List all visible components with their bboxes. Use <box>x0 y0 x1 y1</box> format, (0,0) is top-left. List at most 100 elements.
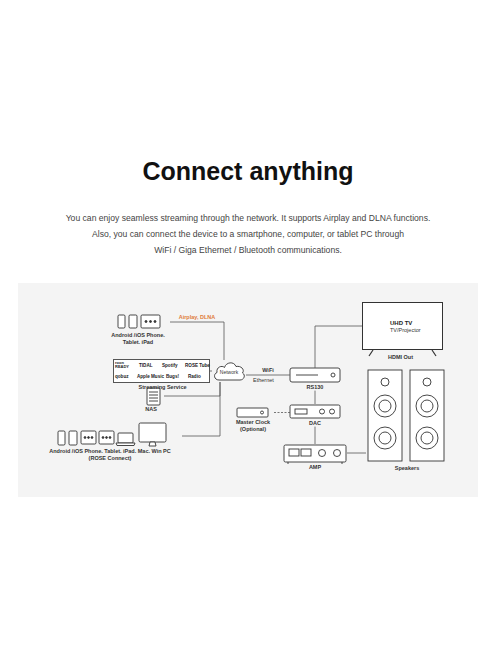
circle-shape <box>319 450 326 457</box>
edge-label: WiFi <box>261 367 275 374</box>
rect-shape <box>129 315 137 328</box>
node-label: Speakers <box>366 465 448 472</box>
dac-device <box>290 405 340 418</box>
nas-node: NAS <box>138 388 164 413</box>
rect-shape <box>141 315 160 328</box>
node-label: Android /iOS Phone. Tablet. iPad. Mac. W… <box>38 448 182 455</box>
line-shape <box>288 462 289 464</box>
rect-shape <box>99 431 114 444</box>
intro-text: WiFi / Giga Ethernet / Bluetooth communi… <box>0 242 496 258</box>
node-label: Master Clock (Optional) <box>232 419 274 432</box>
amp-node: AMP <box>283 444 347 471</box>
rect-shape <box>301 449 311 456</box>
connector <box>182 382 220 436</box>
node-label: AMP <box>283 464 347 471</box>
rs130-device <box>290 368 340 382</box>
device-group: Android /iOS Phone. Tablet. iPad <box>106 312 170 345</box>
circle-shape <box>423 378 431 386</box>
connector-line <box>182 382 220 436</box>
service-logo: Spotify <box>162 363 178 368</box>
connector <box>246 375 290 376</box>
circle-shape <box>334 450 341 457</box>
connector <box>315 427 316 444</box>
rect-shape <box>289 449 299 456</box>
circle-shape <box>84 437 86 439</box>
rect-shape <box>237 408 268 417</box>
circle-shape <box>150 321 152 323</box>
circle-shape <box>145 321 147 323</box>
connector <box>315 326 362 368</box>
rect-shape <box>290 368 340 382</box>
line-shape <box>149 398 158 399</box>
connector <box>315 391 316 404</box>
dac-node: DAC <box>290 404 340 427</box>
page-title: Connect anything <box>0 155 496 187</box>
service-logo: Bugs! <box>166 374 179 379</box>
rect-shape <box>118 433 133 443</box>
circle-shape <box>416 427 438 449</box>
service-logo: Radio <box>188 374 201 379</box>
connector-line <box>274 412 290 413</box>
connector-line <box>315 391 316 404</box>
tv-box: UHD TVTV/Projector <box>362 302 443 350</box>
connector-line <box>246 375 290 376</box>
circle-shape <box>261 411 264 414</box>
circle-shape <box>374 395 396 417</box>
node-label: Android /iOS Phone. Tablet. iPad <box>106 332 170 345</box>
rs130-node: RS130 <box>290 368 340 391</box>
amp-device <box>284 445 346 464</box>
device-icons-top <box>118 315 160 328</box>
service-logo: ROSE Tube <box>185 363 210 368</box>
line-shape <box>149 401 158 402</box>
node-label: DAC <box>290 420 340 427</box>
circle-shape <box>91 437 93 439</box>
node-label: Streaming Service <box>104 384 221 391</box>
rect-shape <box>58 431 65 445</box>
connector-line <box>315 427 316 444</box>
connector-line <box>315 326 362 368</box>
rect-shape <box>147 388 160 405</box>
path-shape <box>149 442 156 446</box>
connector-line <box>210 371 212 372</box>
network-cloud: Network <box>212 360 246 382</box>
streaming-box: Streaming Service <box>113 359 210 383</box>
node-label: UHD TV <box>390 320 438 327</box>
rect-shape <box>368 370 402 461</box>
rect-shape <box>290 405 340 418</box>
line-shape <box>342 462 343 464</box>
node-sublabel: TV/Projector <box>390 327 438 334</box>
circle-shape <box>379 400 391 412</box>
diagram-panel <box>18 283 478 497</box>
node-label: Network <box>212 360 246 376</box>
circle-shape <box>154 321 156 323</box>
line-shape <box>149 392 158 393</box>
rect-shape <box>69 431 77 445</box>
connector <box>170 322 224 360</box>
connector-line <box>347 453 366 454</box>
intro-text: You can enjoy seamless streaming through… <box>0 210 496 226</box>
device-icons-bottom <box>58 423 166 446</box>
line-shape <box>296 375 318 376</box>
link-label: Ethernet <box>253 377 274 384</box>
circle-shape <box>102 437 104 439</box>
rect-shape <box>81 431 96 444</box>
rect-shape <box>295 409 307 414</box>
circle-shape <box>106 437 108 439</box>
master-clock-device <box>237 408 268 417</box>
circle-shape <box>421 400 433 412</box>
service-logo: Apple Music <box>137 374 164 379</box>
circle-shape <box>381 378 389 386</box>
node-sublabel: (ROSE Connect) <box>38 455 182 462</box>
service-logo: qobuz <box>115 374 129 379</box>
node-label: NAS <box>138 406 164 413</box>
nas-icon <box>147 388 160 405</box>
rect-shape <box>139 423 166 442</box>
line-shape <box>149 395 158 396</box>
circle-shape <box>330 409 335 414</box>
circle-shape <box>331 373 335 377</box>
circle-shape <box>320 409 325 414</box>
connector <box>347 453 366 454</box>
circle-shape <box>88 437 90 439</box>
port-label: HDMI Out <box>388 354 413 361</box>
